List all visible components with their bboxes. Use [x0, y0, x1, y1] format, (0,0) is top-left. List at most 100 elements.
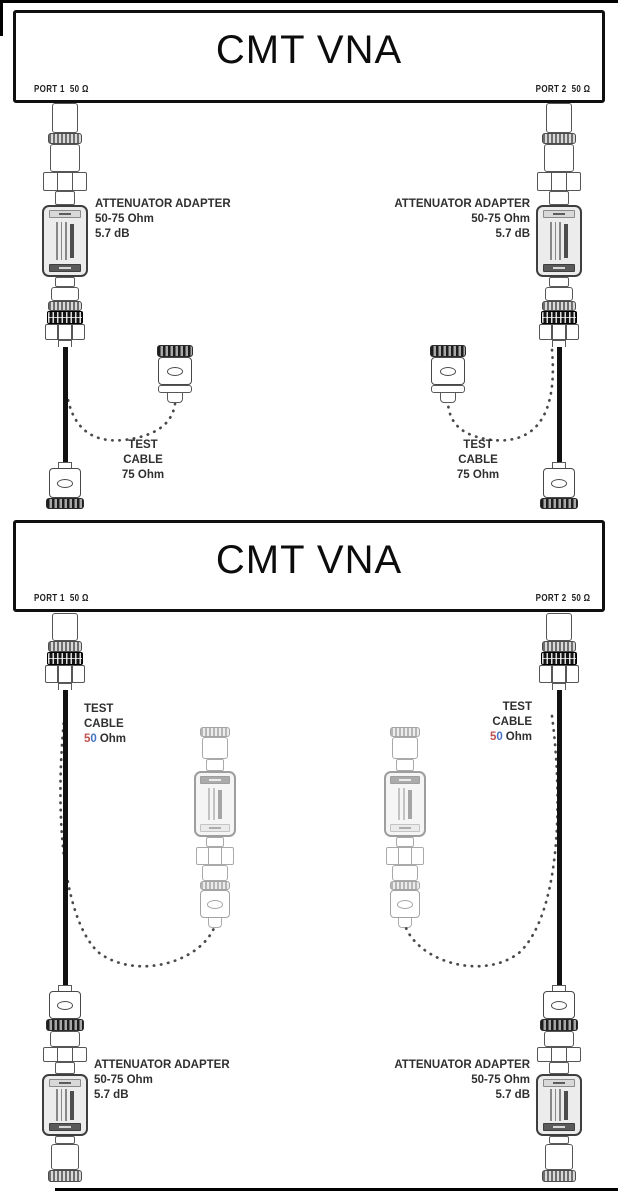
dotted-cable-top-left — [63, 348, 177, 442]
connector-opening — [57, 478, 73, 488]
knurled-ring-dark — [430, 345, 466, 357]
hex-nut — [539, 665, 579, 683]
connector-opening — [57, 1000, 73, 1010]
knurled-ring-dark — [540, 1019, 578, 1031]
test-cable-line — [62, 347, 68, 462]
connector-cylinder — [392, 865, 418, 881]
attenuator-rotated-label — [56, 1087, 74, 1123]
attenuator-body — [42, 1074, 88, 1136]
connector-cylinder — [545, 1144, 573, 1170]
attenuator-body — [536, 205, 582, 277]
cable-strain-relief — [552, 985, 566, 991]
frame-line-left — [0, 0, 3, 36]
cable-coupling-nut — [541, 652, 577, 665]
cable-end-connector — [543, 991, 575, 1019]
connector-cylinder — [392, 737, 418, 759]
knurled-ring — [542, 1170, 576, 1182]
attenuator-body — [42, 205, 88, 277]
port2-attenuator-cable-assembly — [536, 103, 582, 509]
knurled-ring-dark — [46, 498, 84, 509]
hex-nut — [537, 1047, 581, 1062]
cable-strain-relief — [58, 340, 72, 347]
connector-neck — [55, 1136, 75, 1144]
attenuator-body — [536, 1074, 582, 1136]
cable-coupling-nut — [47, 311, 83, 324]
connector-opening — [551, 478, 567, 488]
connector-neck — [549, 1062, 569, 1074]
attenuator-top-band — [542, 210, 576, 218]
cable-strain-relief — [58, 683, 72, 690]
hex-nut — [45, 665, 85, 683]
floating-cable-connector-left — [157, 345, 193, 403]
connector-cylinder — [52, 613, 78, 641]
cable-end-connector — [200, 890, 230, 918]
connector-cylinder — [51, 1144, 79, 1170]
attenuator-bottom-band — [542, 1123, 576, 1131]
connector-neck — [549, 191, 569, 205]
connector-cylinder — [202, 865, 228, 881]
connector-opening — [440, 366, 456, 376]
connector-opening — [397, 899, 413, 909]
attenuator-top-band — [48, 1079, 82, 1087]
hex-nut — [539, 324, 579, 340]
port1-attenuator-cable-assembly — [42, 103, 88, 509]
connector-cylinder — [544, 144, 574, 172]
attenuator-rotated-label — [208, 784, 222, 824]
cable-strain-relief — [552, 462, 566, 468]
port2-label: PORT 2 50 Ω — [535, 84, 590, 95]
port1-label: PORT 1 50 Ω — [34, 593, 89, 604]
connector-neck — [55, 277, 75, 287]
cable-coupling-nut — [47, 652, 83, 665]
knurled-ring — [200, 727, 230, 737]
vna-box-top: CMT VNA PORT 1 50 Ω PORT 2 50 Ω — [13, 10, 605, 103]
cable-end-connector — [49, 991, 81, 1019]
vna-title: CMT VNA — [215, 28, 403, 72]
knurled-ring — [200, 881, 230, 890]
attenuator-adapter-label-left: ATTENUATOR ADAPTER 50-75 Ohm 5.7 dB — [94, 1059, 230, 1101]
connector-neck — [396, 759, 414, 771]
attenuator-adapter-label-right: ATTENUATOR ADAPTER 50-75 Ohm 5.7 dB — [394, 1059, 530, 1101]
connector-cylinder — [50, 1031, 80, 1047]
attenuator-body — [194, 771, 236, 837]
knurled-ring — [542, 641, 576, 652]
knurled-ring — [542, 133, 576, 144]
port2-cable-attenuator-assembly — [536, 613, 582, 1182]
cable-end-connector — [49, 468, 81, 498]
port2-label: PORT 2 50 Ω — [535, 593, 590, 604]
cable-exit-stub — [398, 918, 412, 928]
attenuator-rotated-label — [398, 784, 412, 824]
cable-exit-stub — [167, 393, 183, 403]
port1-cable-attenuator-assembly — [42, 613, 88, 1182]
knurled-ring — [48, 1170, 82, 1182]
attenuator-top-band — [48, 210, 82, 218]
attenuator-top-band — [542, 1079, 576, 1087]
cable-end-connector — [431, 357, 465, 385]
attenuator-bottom-band — [48, 1123, 82, 1131]
connector-neck — [549, 277, 569, 287]
knurled-ring-dark — [157, 345, 193, 357]
dotted-cable-bottom-left — [59, 700, 216, 968]
frame-line-bottom — [55, 1188, 618, 1191]
floating-attenuator-assembly-right — [384, 727, 426, 928]
knurled-ring — [48, 133, 82, 144]
connector-neck — [206, 837, 224, 847]
knurled-ring-dark — [46, 1019, 84, 1031]
attenuator-adapter-label-left: ATTENUATOR ADAPTER 50-75 Ohm 5.7 dB — [95, 198, 231, 240]
connector-neck — [206, 759, 224, 771]
knurled-ring — [48, 641, 82, 652]
connector-cylinder — [431, 385, 465, 393]
test-cable-line — [62, 690, 68, 985]
connector-cylinder — [202, 737, 228, 759]
attenuator-adapter-label-right: ATTENUATOR ADAPTER 50-75 Ohm 5.7 dB — [394, 198, 530, 240]
impedance-digit-0: 0 — [90, 733, 97, 745]
attenuator-top-band — [390, 776, 420, 784]
cable-strain-relief — [58, 462, 72, 468]
dotted-cable-bottom-right — [404, 714, 559, 968]
attenuator-bottom-band — [200, 824, 230, 832]
cable-strain-relief — [552, 340, 566, 347]
cable-strain-relief — [58, 985, 72, 991]
hex-nut — [386, 847, 424, 865]
attenuator-bottom-band — [48, 264, 82, 272]
